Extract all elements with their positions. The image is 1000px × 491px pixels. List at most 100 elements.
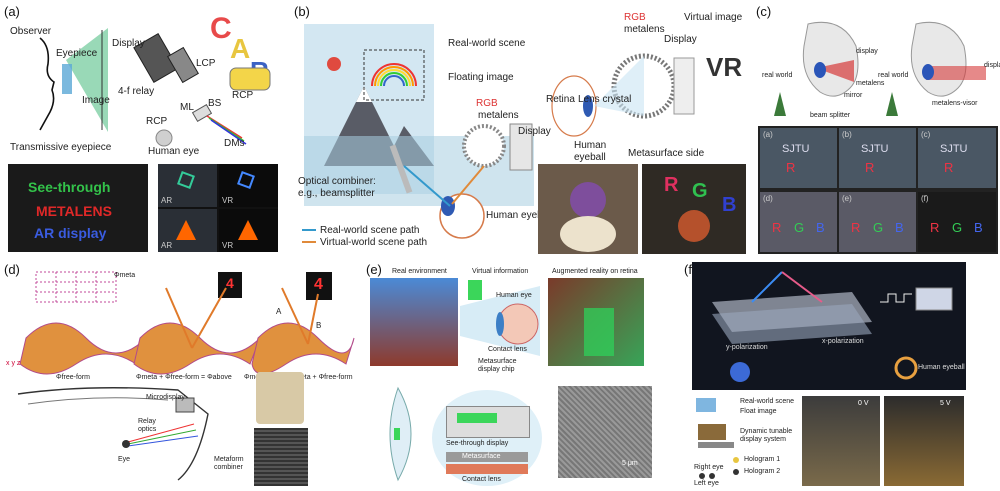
panel-b-label: (b) [294, 4, 310, 19]
ray-3 [281, 287, 309, 345]
rcp-top-label: RCP [232, 90, 254, 101]
holographic-system-render: y-polarization x-polarization Human eyeb… [692, 262, 966, 390]
result-c-label: (c) [921, 130, 931, 139]
display-label: Display [112, 38, 145, 49]
eyepiece-lens [62, 64, 72, 94]
human-eyeball-label-f: Human eyeball [918, 364, 965, 371]
real-env-label: Real environment [392, 268, 447, 275]
eye-1 [814, 62, 826, 78]
dms-label: DMs [224, 138, 245, 149]
laptop [915, 287, 953, 311]
ar-cell-1-label: AR [161, 196, 173, 205]
bear-photo-1-art [560, 182, 616, 252]
left-eye-dot [709, 473, 715, 479]
x-pol-label: x-polarization [822, 338, 864, 345]
real-world-scene-label: Real-world scene [448, 38, 526, 49]
zero-volt-label: 0 V [858, 400, 869, 407]
beamsplitter-label: e.g., beamsplitter [298, 188, 375, 199]
panel-a: (a) Observer Eyepiece Image Transmissive… [0, 0, 290, 258]
panel-b: (b) Real-world scene Floating image RGB … [290, 0, 750, 258]
lens-shape [389, 386, 412, 482]
lcp-label: LCP [196, 58, 216, 69]
layer-stack-circle: See-through display Metasurface Contact … [432, 390, 542, 486]
metalens-ar-schematic [302, 24, 534, 243]
cow-body [560, 216, 616, 252]
panel-d-label: (d) [4, 262, 20, 277]
display-label-b: Display [518, 126, 551, 137]
result-f-label: (f) [921, 194, 929, 203]
observer-label: Observer [10, 26, 52, 37]
y-pol-label: y-polarization [726, 344, 768, 351]
beam-splitter-label: beam splitter [810, 112, 851, 119]
metasurface-grid [35, 271, 117, 303]
lens-chip [394, 428, 400, 440]
display-system-bar [698, 442, 734, 448]
head-2 [910, 21, 967, 97]
virtual-image-label: Virtual image [684, 12, 743, 23]
lens-crystal-label: Lens crystal [578, 94, 632, 105]
microdisplay-label: Microdisplay [146, 394, 185, 401]
rainbow-blue [383, 75, 405, 87]
ray-2 [191, 287, 227, 349]
phi-sum1-label: Φmeta + Φfree-form = Φabove [136, 374, 232, 381]
result-d-r: R [772, 220, 782, 235]
lcp-element [167, 46, 199, 84]
head-1 [802, 21, 859, 97]
eye-2 [922, 64, 934, 80]
metasurface-stack-mid [712, 304, 872, 344]
vr-metasurface-diagram: VR [551, 52, 742, 137]
result-e-r: R [851, 220, 861, 235]
contact-lens-label-e: Contact lens [488, 346, 527, 353]
metasurface-layer [446, 452, 528, 462]
planet [730, 362, 750, 382]
display-small [673, 57, 695, 115]
result-f-b: B [974, 220, 983, 235]
float-image-box [698, 424, 726, 440]
rgb-label-2: RGB [624, 12, 646, 23]
ray-blue [127, 435, 199, 447]
headset-drawing [17, 387, 209, 481]
metalens-label: metalens [478, 110, 519, 121]
hologram-2-dot [733, 469, 739, 475]
metasurface-chip-label-2: display chip [478, 366, 515, 373]
transmissive-caption: Transmissive eyepiece [10, 142, 112, 153]
vr-light-cone [594, 56, 644, 116]
eye-ball [155, 129, 173, 147]
rgb-r: R [664, 174, 679, 196]
virtual-f-glyph [468, 280, 482, 300]
ray-4 [307, 293, 319, 345]
result-a-r: R [786, 160, 796, 175]
eyepiece-label: Eyepiece [56, 48, 98, 59]
dm-blue [210, 119, 247, 145]
bear-photo-2: R G B [642, 164, 746, 254]
eye-point [122, 440, 130, 448]
green-pixels [457, 413, 497, 423]
phi-free-label: Φfree-form [56, 374, 90, 381]
metalens-disk [462, 124, 506, 168]
panel-e-label: (e) [366, 262, 382, 277]
panel-a-label: (a) [4, 4, 20, 19]
result-b-label: (b) [842, 130, 852, 139]
point-a: A [276, 307, 282, 316]
rcp-bottom-label: RCP [146, 116, 168, 127]
metaform-label: Metaform [214, 456, 244, 463]
face-profile [39, 37, 55, 131]
panel-c-label: (c) [756, 4, 772, 19]
result-f-g: G [952, 220, 963, 235]
relay-label-d: Relay [138, 418, 156, 425]
left-eye-label: Left eye [694, 480, 719, 487]
human-eye-label: Human eye [148, 146, 200, 157]
rgb-label: RGB [476, 98, 498, 109]
result-d-g: G [794, 220, 805, 235]
real-world-label-1: real world [762, 72, 793, 79]
see-through-photo: See-through METALENS AR display [8, 164, 148, 252]
retina-label: Retina [546, 94, 575, 105]
contact-lens-layer [446, 464, 528, 474]
display-device [133, 32, 179, 84]
human-label-2: Human [574, 140, 607, 151]
eye-label-d: Eye [118, 456, 131, 463]
ray-pink-f [781, 271, 823, 303]
